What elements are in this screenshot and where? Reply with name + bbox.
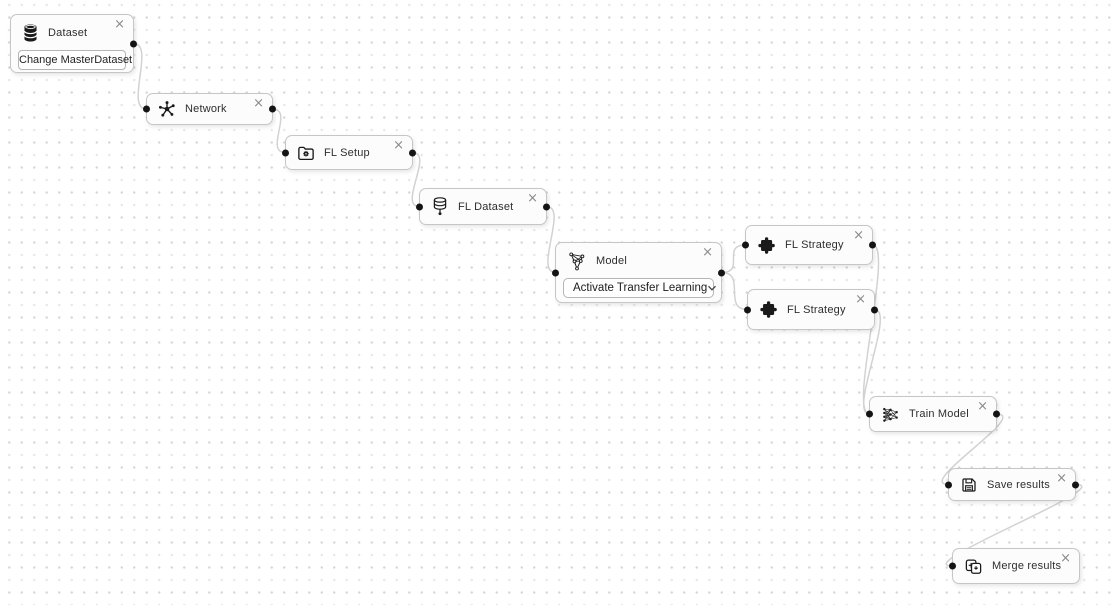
node-body: Activate Transfer Learning bbox=[556, 278, 721, 304]
output-port[interactable] bbox=[1072, 481, 1079, 488]
node-title: Network bbox=[185, 103, 227, 115]
puzzle-icon bbox=[757, 236, 776, 255]
node-title: Dataset bbox=[48, 26, 88, 39]
close-node-icon[interactable]: × bbox=[977, 399, 988, 414]
close-node-icon[interactable]: × bbox=[853, 228, 864, 243]
node-body: Change MasterDataset bbox=[11, 50, 133, 76]
floppy-disk-icon bbox=[960, 476, 978, 494]
node-network[interactable]: Network × bbox=[143, 93, 276, 125]
node-title: Save results bbox=[987, 478, 1050, 491]
node-header: FL Strategy × bbox=[748, 290, 874, 329]
input-port[interactable] bbox=[552, 269, 559, 276]
input-port[interactable] bbox=[143, 105, 150, 113]
output-port[interactable] bbox=[543, 203, 550, 210]
input-port[interactable] bbox=[742, 241, 749, 249]
close-node-icon[interactable]: × bbox=[1060, 551, 1071, 566]
transfer-learning-select[interactable]: Activate Transfer Learning bbox=[563, 278, 717, 298]
node-dataset[interactable]: Dataset × Change MasterDataset bbox=[10, 14, 137, 76]
output-port[interactable] bbox=[269, 105, 276, 113]
close-node-icon[interactable]: × bbox=[702, 245, 713, 260]
node-header: Dataset × bbox=[11, 15, 133, 50]
input-port[interactable] bbox=[282, 149, 289, 156]
close-node-icon[interactable]: × bbox=[855, 292, 866, 307]
close-node-icon[interactable]: × bbox=[253, 96, 264, 111]
input-port[interactable] bbox=[744, 306, 751, 313]
node-model[interactable]: Model × Activate Transfer Learning bbox=[552, 242, 725, 304]
node-merge-results[interactable]: Merge results × bbox=[949, 548, 1080, 584]
merge-documents-icon bbox=[964, 557, 983, 576]
output-port[interactable] bbox=[130, 40, 137, 47]
input-port[interactable] bbox=[416, 203, 423, 210]
puzzle-icon bbox=[759, 300, 778, 319]
node-header: FL Strategy × bbox=[746, 226, 872, 264]
node-title: Train Model bbox=[909, 408, 969, 420]
node-header: Train Model × bbox=[870, 397, 996, 431]
node-header: Model × bbox=[556, 243, 721, 278]
node-header: Merge results × bbox=[953, 549, 1079, 583]
input-port[interactable] bbox=[945, 481, 952, 488]
close-node-icon[interactable]: × bbox=[527, 191, 538, 206]
folder-gear-icon bbox=[297, 144, 315, 162]
node-fl-dataset[interactable]: FL Dataset × bbox=[416, 188, 550, 225]
node-title: FL Setup bbox=[324, 146, 370, 159]
chevron-down-icon bbox=[707, 283, 717, 293]
node-header: FL Dataset × bbox=[420, 189, 546, 224]
selected-option-label: Activate Transfer Learning bbox=[573, 282, 708, 294]
node-train-model[interactable]: Train Model × bbox=[866, 396, 1000, 432]
node-title: FL Dataset bbox=[458, 200, 514, 213]
node-title: Model bbox=[596, 254, 627, 267]
node-header: Save results × bbox=[949, 469, 1075, 500]
node-fl-strategy-1[interactable]: FL Strategy × bbox=[742, 225, 876, 265]
node-fl-strategy-2[interactable]: FL Strategy × bbox=[744, 289, 878, 330]
database-icon bbox=[22, 23, 39, 43]
node-header: Network × bbox=[147, 94, 272, 124]
neural-network-icon bbox=[567, 251, 587, 271]
output-port[interactable] bbox=[718, 269, 725, 276]
output-port[interactable] bbox=[869, 241, 876, 249]
output-port[interactable] bbox=[409, 149, 416, 156]
input-port[interactable] bbox=[866, 410, 873, 418]
output-port[interactable] bbox=[993, 410, 1000, 418]
database-server-icon bbox=[431, 196, 449, 217]
node-header: FL Setup × bbox=[286, 136, 412, 169]
node-title: FL Strategy bbox=[787, 303, 846, 316]
close-node-icon[interactable]: × bbox=[1056, 471, 1067, 486]
network-hub-icon bbox=[158, 100, 176, 118]
output-port[interactable] bbox=[871, 306, 878, 313]
mlp-layers-icon bbox=[881, 406, 900, 423]
node-title: Merge results bbox=[992, 560, 1062, 572]
node-save-results[interactable]: Save results × bbox=[945, 468, 1079, 501]
node-fl-setup[interactable]: FL Setup × bbox=[282, 135, 416, 170]
input-port[interactable] bbox=[949, 562, 956, 570]
change-masterdataset-button[interactable]: Change MasterDataset bbox=[18, 50, 132, 70]
node-title: FL Strategy bbox=[785, 239, 844, 251]
close-node-icon[interactable]: × bbox=[393, 138, 404, 153]
close-node-icon[interactable]: × bbox=[114, 17, 125, 32]
